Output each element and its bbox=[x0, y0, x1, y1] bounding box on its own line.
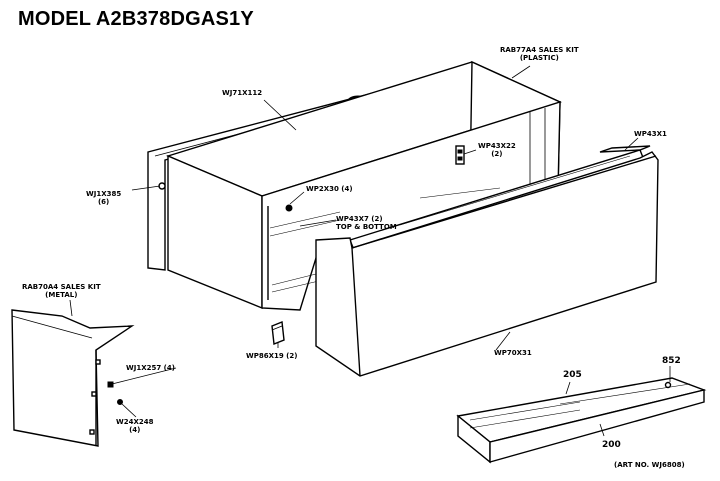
callout-rab70a4: RAB70A4 SALES KIT (METAL) bbox=[22, 283, 101, 299]
callout-w24x248-line1: W24X248 bbox=[116, 418, 154, 426]
callout-w24x248-line2: (4) bbox=[129, 426, 141, 434]
callout-wp86x19: WP86X19 (2) bbox=[246, 352, 298, 360]
callout-rab77a4-line2: (PLASTIC) bbox=[519, 54, 559, 62]
callout-wp43x22-line1: WP43X22 bbox=[478, 142, 516, 150]
callout-wp43x7: WP43X7 (2) TOP & BOTTOM bbox=[336, 215, 397, 231]
callout-852: 852 bbox=[662, 356, 681, 366]
side-panel-rab70a4 bbox=[11, 309, 135, 447]
callout-wp43x7-line2: TOP & BOTTOM bbox=[336, 223, 397, 231]
art-number: (ART NO. WJ6808) bbox=[614, 461, 685, 469]
callout-wj1x385-line1: WJ1X385 bbox=[86, 190, 122, 198]
callout-rab77a4-line1: RAB77A4 SALES KIT bbox=[500, 46, 579, 54]
callout-rab77a4: RAB77A4 SALES KIT (PLASTIC) bbox=[500, 46, 579, 62]
clip-wp86x19 bbox=[271, 321, 285, 345]
callout-wj1x385-line2: (6) bbox=[97, 198, 110, 206]
callout-rab70a4-line1: RAB70A4 SALES KIT bbox=[22, 283, 101, 291]
callout-wp2x30: WP2X30 (4) bbox=[306, 185, 353, 193]
callout-wj71x112: WJ71X112 bbox=[222, 89, 263, 97]
callout-wj1x385: WJ1X385 (6) bbox=[86, 190, 121, 206]
leader-lines bbox=[69, 65, 671, 437]
cabinet-sleeve bbox=[165, 60, 562, 311]
slide-tray-assembly bbox=[456, 377, 707, 464]
callout-wp43x1: WP43X1 bbox=[634, 130, 667, 138]
callout-w24x248: W24X248 (4) bbox=[116, 418, 153, 434]
callout-200: 200 bbox=[602, 440, 621, 450]
callout-wp43x7-line1: WP43X7 (2) bbox=[336, 215, 383, 223]
callout-wp43x22: WP43X22 (2) bbox=[478, 142, 516, 158]
callout-wj1x257: WJ1X257 (4) bbox=[126, 364, 175, 372]
callout-205: 205 bbox=[563, 370, 582, 380]
page-title: MODEL A2B378DGAS1Y bbox=[18, 8, 254, 30]
callout-wp43x22-line2: (2) bbox=[491, 150, 503, 158]
callout-wp70x31: WP70X31 bbox=[494, 349, 532, 357]
front-panel-wp70x31 bbox=[315, 151, 659, 377]
callout-rab70a4-line2: (METAL) bbox=[45, 291, 78, 299]
